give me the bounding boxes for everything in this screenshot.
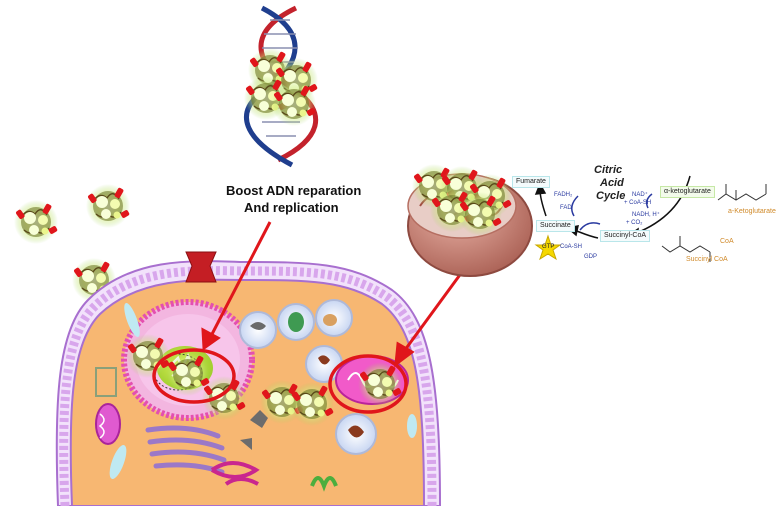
pointer-arrows <box>201 221 464 368</box>
boost-label-line1: Boost ADN reparation <box>226 183 362 198</box>
fadh2-label: FADH₂ <box>554 192 573 198</box>
membrane-channel <box>185 251 217 283</box>
nad-label: NAD⁺ <box>632 192 648 198</box>
highlight-circles <box>152 348 408 414</box>
cycle-title-line1: Citric <box>594 164 623 176</box>
succinate-box: Succinate <box>536 220 575 232</box>
alpha-ketoglutarate-box: α-ketoglutarate <box>660 186 715 198</box>
alpha-ketoglutarate-structure-label: a-Ketoglutarate <box>728 208 776 215</box>
coa-group-label: CoA <box>720 238 734 245</box>
cytoplasm-organelles <box>95 302 417 492</box>
co2-label: + CO₂ <box>626 220 643 226</box>
gtp-label: GTP <box>542 244 555 250</box>
gdp-label: GDP <box>584 254 598 260</box>
fumarate-box: Fumarate <box>512 176 550 188</box>
dna-helix <box>243 5 319 168</box>
boost-label-line2: And replication <box>244 200 339 215</box>
large-mitochondrion <box>407 163 533 277</box>
succinyl-coa-box: Succinyl-CoA <box>600 230 651 242</box>
alpha-ketoglutarate-structure <box>717 184 767 201</box>
vesicles <box>239 299 377 455</box>
nadh-label: NADH, H⁺ <box>632 212 660 218</box>
succinyl-coa-structure-label: Succinyl CoA <box>686 256 728 263</box>
cycle-title-line2: Acid <box>600 177 624 189</box>
cycle-title-line3: Cycle <box>596 190 626 202</box>
coash-in-label: + CoA-SH <box>624 200 652 206</box>
fad-label: FAD <box>560 205 572 211</box>
succinyl-coa-structure <box>661 236 711 262</box>
gtp-star <box>534 234 562 261</box>
coash-out-label: CoA-SH <box>560 244 583 250</box>
